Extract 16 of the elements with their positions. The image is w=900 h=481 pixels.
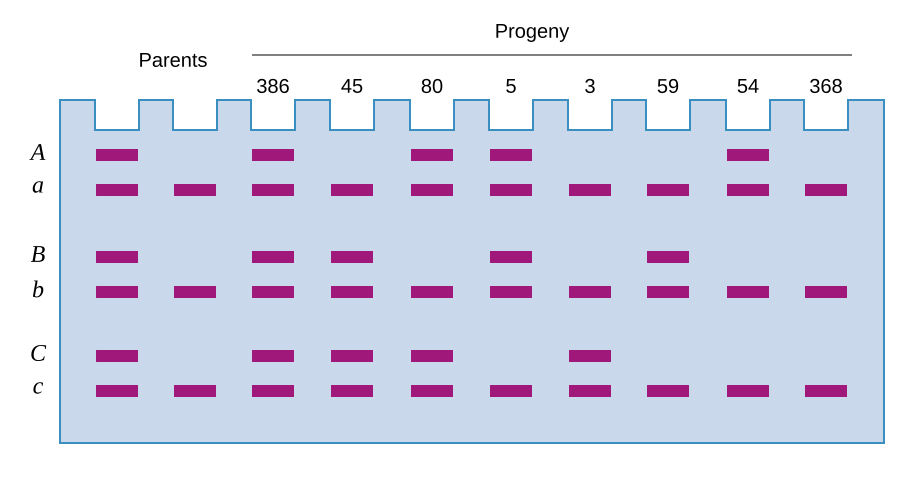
lane-number: 3 xyxy=(585,78,595,94)
lane-number: 45 xyxy=(341,79,362,93)
lane-number: 59 xyxy=(658,78,678,94)
allele-label: a xyxy=(32,181,44,193)
lane-number: 54 xyxy=(738,79,759,93)
allele-label: A xyxy=(29,144,46,160)
allele-label: b xyxy=(32,280,44,298)
lane-number: 80 xyxy=(422,78,442,94)
lane-number: 368 xyxy=(810,78,842,94)
lane-number: 386 xyxy=(257,78,289,94)
allele-label: B xyxy=(30,246,45,262)
allele-label: c xyxy=(33,382,44,394)
label: Progeny xyxy=(496,24,570,42)
label: Parents xyxy=(140,53,207,67)
allele-label: C xyxy=(31,344,46,362)
lane-number: 5 xyxy=(506,79,516,93)
